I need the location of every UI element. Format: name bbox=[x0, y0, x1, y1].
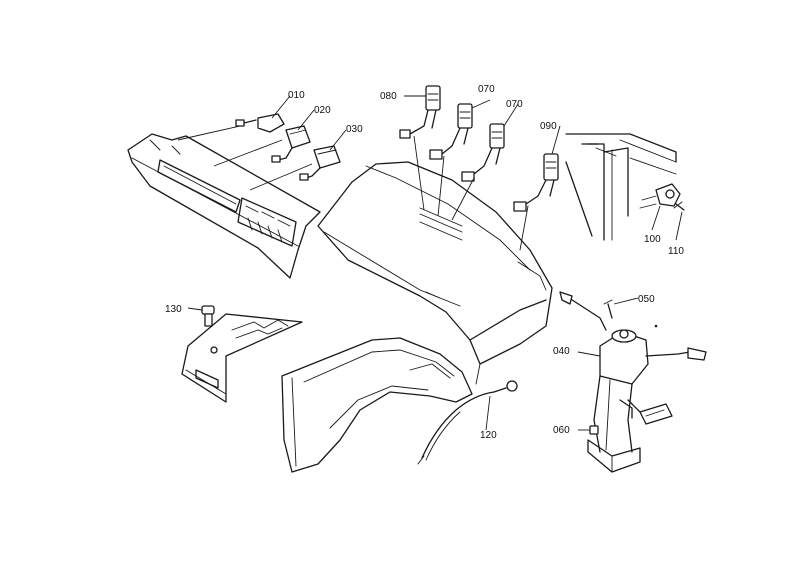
screw-060 bbox=[589, 425, 599, 435]
hood-cover bbox=[317, 161, 553, 385]
callout-100: 100 bbox=[644, 234, 661, 245]
column-connector bbox=[627, 399, 673, 425]
switch-010 bbox=[235, 113, 285, 133]
screw-050 bbox=[603, 299, 613, 319]
throttle-cable bbox=[417, 380, 518, 465]
callout-020: 020 bbox=[314, 105, 331, 116]
steering-column bbox=[587, 329, 649, 473]
switch-030 bbox=[299, 145, 341, 181]
callout-labels: 010 020 030 040 050 060 070 070 080 090 … bbox=[165, 84, 684, 441]
callout-090: 090 bbox=[540, 121, 557, 132]
floor-fender-panel bbox=[281, 337, 473, 473]
callout-050: 050 bbox=[638, 294, 655, 305]
callout-040: 040 bbox=[553, 346, 570, 357]
connector-070b bbox=[461, 123, 505, 182]
floor-plate bbox=[181, 313, 303, 403]
dashboard-panel bbox=[127, 133, 321, 279]
connector-080 bbox=[399, 85, 441, 139]
connector-070a bbox=[429, 103, 473, 160]
combination-switch-lever-right bbox=[645, 347, 707, 361]
callout-080: 080 bbox=[380, 91, 397, 102]
callout-060: 060 bbox=[553, 425, 570, 436]
knob-switch-100 bbox=[639, 183, 681, 209]
stray-dot bbox=[654, 324, 658, 328]
bolt-130 bbox=[201, 305, 215, 327]
callout-070a: 070 bbox=[478, 84, 495, 95]
cab-frame bbox=[565, 133, 677, 241]
combination-switch-lever-left bbox=[559, 291, 607, 331]
callout-120: 120 bbox=[480, 430, 497, 441]
screw-110 bbox=[673, 201, 685, 211]
switch-020 bbox=[271, 125, 311, 163]
callout-070b: 070 bbox=[506, 99, 523, 110]
callout-030: 030 bbox=[346, 124, 363, 135]
callout-130: 130 bbox=[165, 304, 182, 315]
callout-110: 110 bbox=[668, 246, 684, 257]
leader-lines bbox=[177, 95, 683, 431]
callout-010: 010 bbox=[288, 90, 305, 101]
connector-090 bbox=[513, 153, 559, 251]
